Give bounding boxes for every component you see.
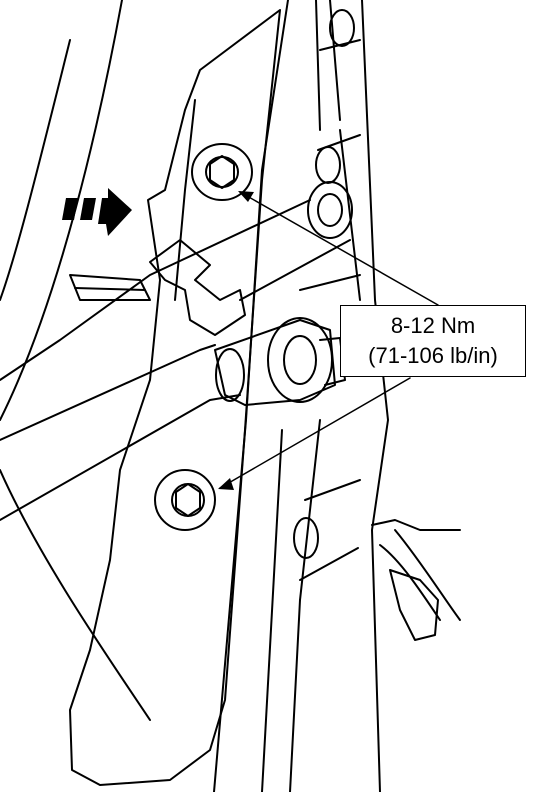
leader-arrowhead-upper [238, 191, 254, 202]
frame-rail [299, 419, 321, 601]
cross-member [304, 479, 361, 501]
leader-line-lower [219, 377, 411, 489]
torque-value-lbin: (71-106 lb/in) [368, 343, 498, 368]
wire-harness [379, 544, 441, 621]
wire-harness [394, 529, 461, 621]
front-direction-arrow-icon [62, 188, 132, 236]
frame-rail [315, 0, 321, 131]
lower-bolt-hex [175, 483, 201, 517]
connector-nut [267, 317, 333, 403]
frame-rail [261, 429, 283, 792]
hose-clip [149, 239, 246, 336]
lower-nut [293, 517, 319, 559]
connector-fitting [214, 319, 336, 406]
body-contour-line [0, 469, 151, 721]
hose-clamp [69, 274, 151, 301]
upper-nut [329, 9, 355, 47]
lower-bolt-boss [154, 469, 216, 531]
torque-spec-callout: 8-12 Nm (71-106 lb/in) [340, 305, 526, 377]
frame-rail [339, 129, 361, 301]
hose-upper-edge [0, 199, 311, 381]
leader-line-upper [239, 191, 439, 306]
hose-upper-edge [0, 344, 216, 441]
upper-bolt-hex [209, 155, 235, 189]
lower-bracket [371, 519, 461, 531]
bracket-inner-edge [174, 99, 196, 301]
frame-rail [289, 599, 301, 792]
body-contour-line [0, 39, 71, 301]
upper-nut [315, 146, 341, 184]
hose-end-inner [317, 193, 343, 227]
cross-member [299, 547, 359, 581]
cross-member [299, 274, 361, 291]
lower-clip [389, 569, 439, 641]
torque-value-nm: 8-12 Nm [390, 313, 476, 338]
connector-nut-inner [283, 335, 317, 385]
hose-end [307, 181, 353, 239]
leader-arrowhead-lower [218, 478, 234, 490]
upper-bolt-boss [191, 143, 253, 201]
connector-collar [215, 348, 245, 402]
bracket-plate [69, 9, 281, 786]
frame-rail [361, 0, 389, 792]
hose-clamp [74, 287, 146, 291]
hose-lower-edge [239, 239, 351, 301]
